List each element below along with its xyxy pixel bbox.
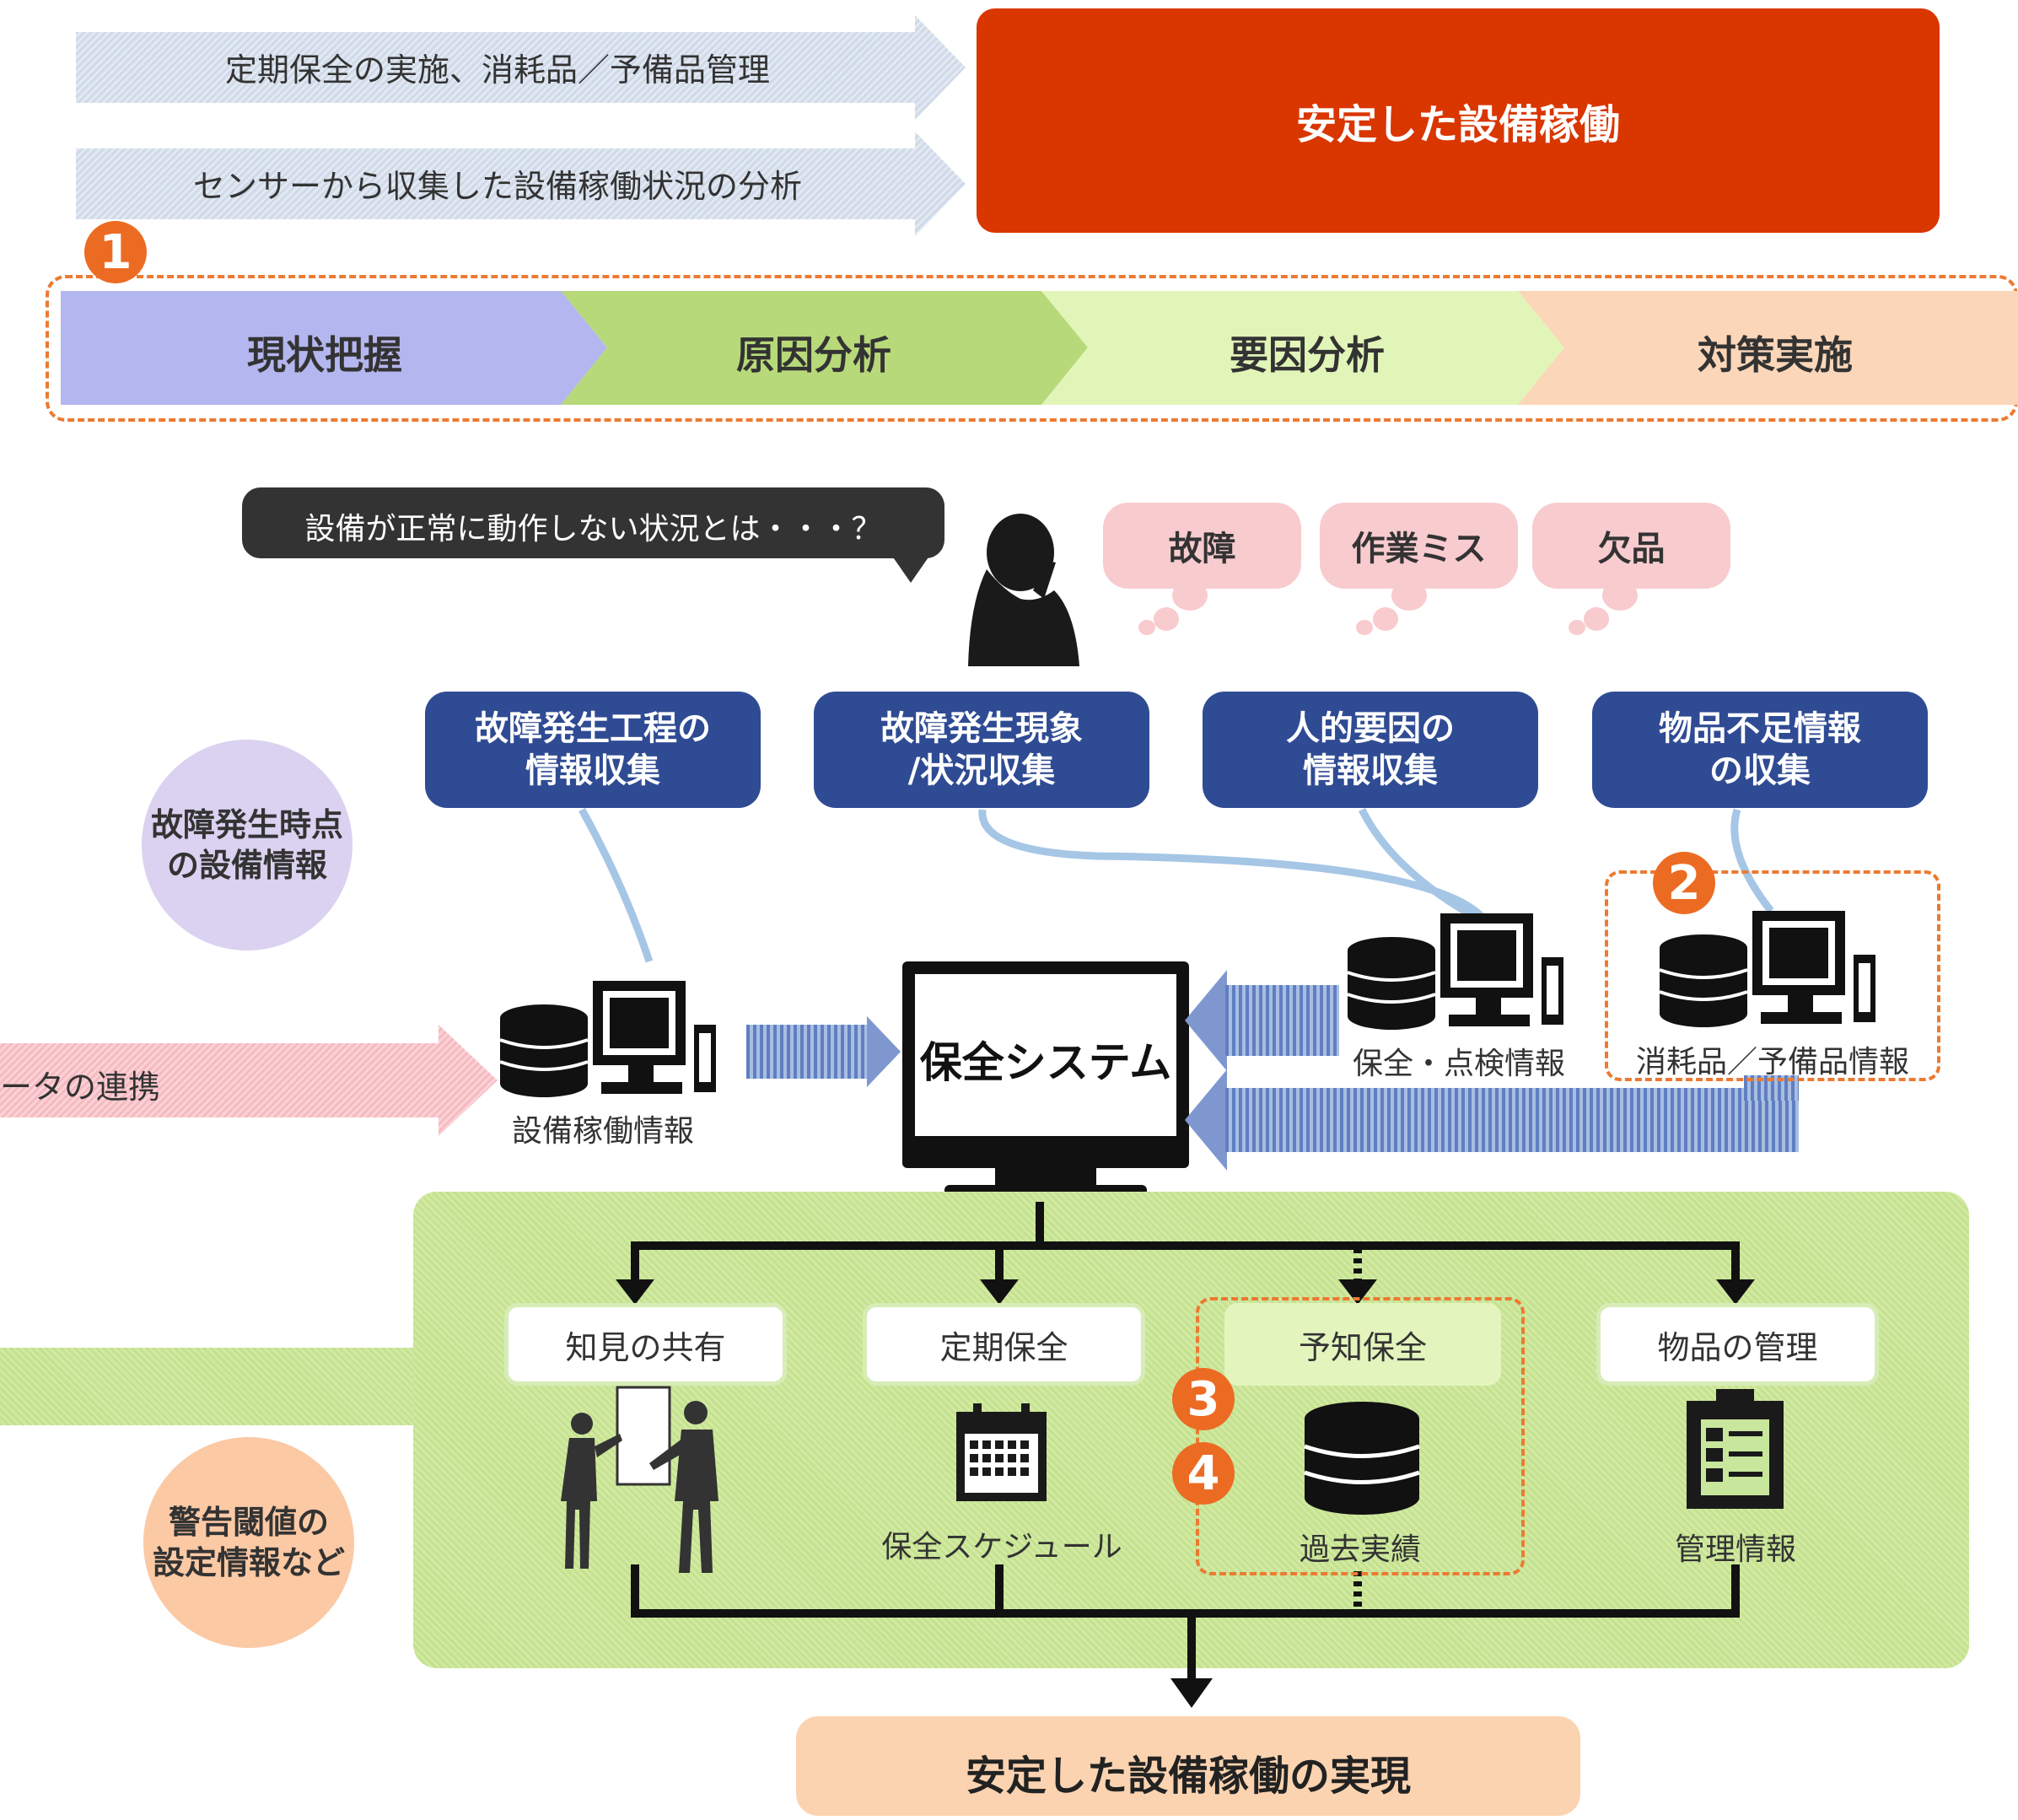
predictive-frame [1196, 1297, 1525, 1575]
top-arrows [76, 15, 966, 236]
top-arrow-2 [76, 132, 966, 236]
calendar-icon [956, 1403, 1047, 1501]
server-terminal-icon-equipment [499, 981, 716, 1097]
result-box-text: 安定した設備稼働の実現 [965, 1753, 1411, 1800]
goal-box [977, 8, 1940, 233]
green-band-left [0, 1348, 439, 1425]
arrow-equipment-to-system [746, 1025, 869, 1079]
step-label-1: 現状把握 [247, 332, 402, 378]
thinking-person-icon [968, 514, 1079, 666]
collection-box-process: 故障発生工程の情報収集 [425, 692, 761, 808]
badge-1: 1 [84, 221, 147, 283]
data-link-text: ータの連携 [0, 1069, 161, 1106]
system-title: 保全システム [919, 1038, 1172, 1087]
step-label-2: 原因分析 [736, 332, 891, 378]
thought-cloud-work-mistake: 作業ミス [1320, 503, 1518, 589]
badge-2: 2 [1653, 852, 1715, 914]
arrow-consumables-to-system [1225, 1088, 1799, 1152]
terminal-label-equipment: 設備稼働情報 [511, 1114, 694, 1149]
server-terminal-icon-consumables [1659, 911, 1875, 1027]
caption-schedule: 保全スケジュール [881, 1530, 1122, 1564]
collection-box-shortage: 物品不足情報の収集 [1592, 692, 1928, 808]
function-knowledge-sharing: 知見の共有 [504, 1303, 787, 1386]
speech-bubble-tail [890, 552, 932, 583]
process-chevrons [61, 291, 2018, 405]
chevron-countermeasure [1518, 291, 2018, 405]
step-label-3: 要因分析 [1230, 332, 1385, 378]
presentation-people-icon [561, 1386, 718, 1573]
flow-lines [616, 1202, 1755, 1708]
thought-cloud-failure: 故障 [1103, 503, 1301, 589]
data-link-arrow [0, 1025, 498, 1136]
clipboard-icon [1687, 1389, 1784, 1509]
chevron-current-state [61, 291, 607, 405]
top-arrow-1 [76, 15, 966, 120]
result-box [796, 1716, 1580, 1816]
function-predictive-maintenance: 予知保全 [1224, 1303, 1501, 1386]
arrow-inspection-to-system [1225, 985, 1339, 1056]
caption-past-record: 過去実績 [1299, 1532, 1421, 1567]
function-inventory-management: 物品の管理 [1596, 1303, 1879, 1386]
goal-box-text: 安定した設備稼働 [1295, 101, 1620, 148]
badge-4: 4 [1172, 1442, 1235, 1505]
terminal-label-inspection: 保全・点検情報 [1352, 1047, 1565, 1081]
consumables-frame [1605, 870, 1940, 1081]
chevron-factor-analysis [1041, 291, 1564, 405]
collection-connectors [578, 807, 1774, 963]
function-periodic-maintenance: 定期保全 [863, 1303, 1145, 1386]
circle-warning-threshold: 警告閾値の設定情報など [143, 1437, 354, 1648]
caption-management-info: 管理情報 [1674, 1532, 1796, 1567]
collection-box-phenomenon: 故障発生現象/状況収集 [814, 692, 1149, 808]
terminal-label-consumables: 消耗品／予備品情報 [1635, 1045, 1909, 1080]
badge-3: 3 [1172, 1368, 1235, 1430]
database-icon [1304, 1402, 1420, 1515]
step-label-4: 対策実施 [1698, 332, 1853, 378]
speech-bubble-text: 設備が正常に動作しない状況とは・・・？ [304, 512, 882, 547]
server-terminal-icon-inspection [1347, 913, 1563, 1030]
circle-failure-info: 故障発生時点の設備情報 [142, 740, 352, 950]
chevron-cause-analysis [561, 291, 1088, 405]
collection-box-human-factor: 人的要因の情報収集 [1203, 692, 1538, 808]
top-arrow-2-text: センサーから収集した設備稼働状況の分析 [192, 168, 802, 205]
top-arrow-1-text: 定期保全の実施、消耗品／予備品管理 [224, 51, 770, 89]
thought-cloud-shortage: 欠品 [1532, 503, 1730, 589]
speech-bubble [242, 487, 944, 558]
